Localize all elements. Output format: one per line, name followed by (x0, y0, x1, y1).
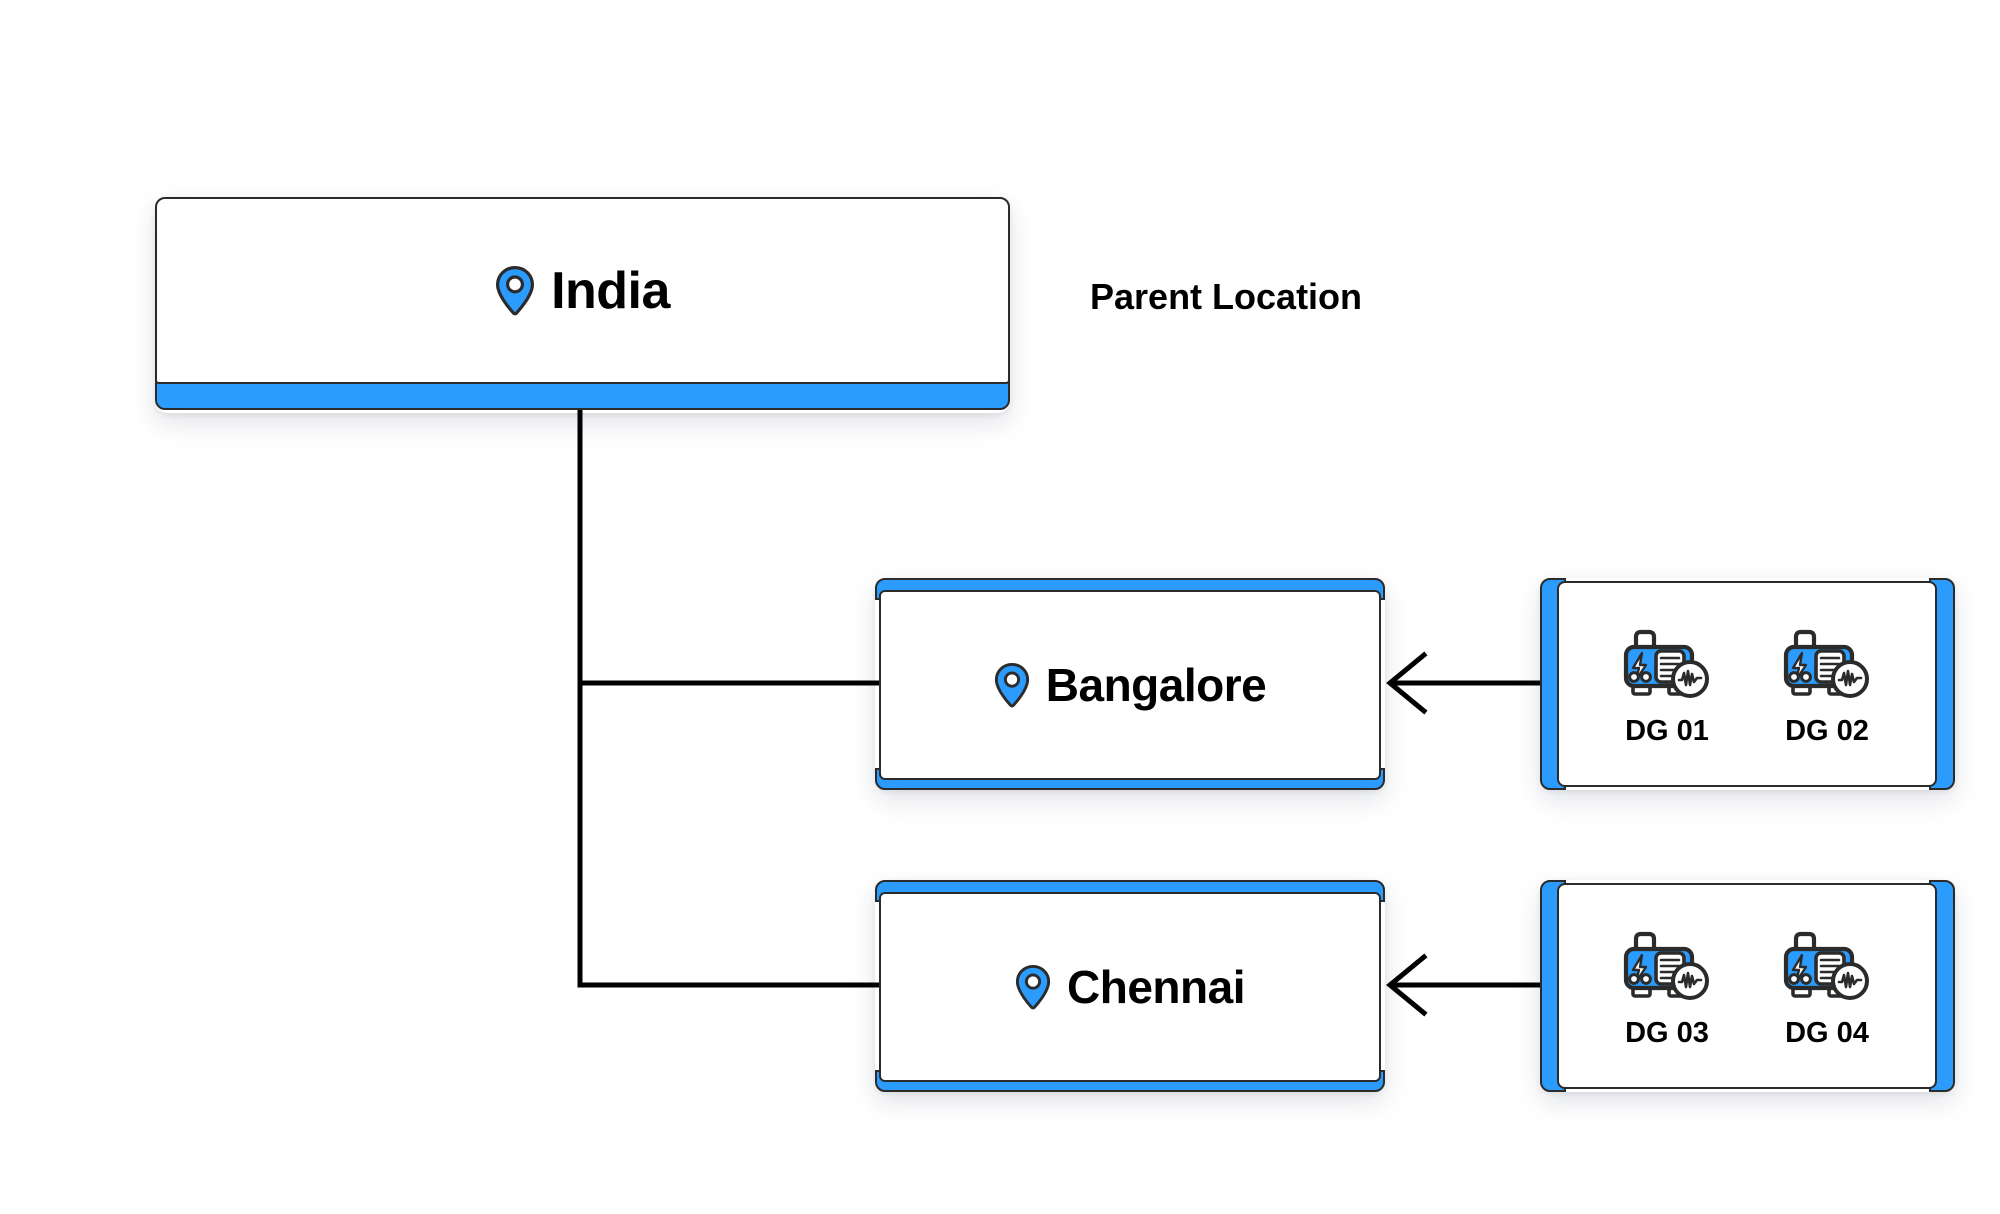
arrowhead-chennai (1386, 953, 1428, 1017)
asset-item-dg04[interactable]: DG 04 (1779, 923, 1875, 1050)
dg-list-1: DG 01 DG 02 (1559, 621, 1935, 748)
asset-label-dg04: DG 04 (1785, 1016, 1869, 1049)
diesel-generator-icon (1783, 629, 1869, 698)
asset-label-dg02: DG 02 (1785, 714, 1869, 747)
node-card-bangalore[interactable]: Bangalore (879, 590, 1381, 780)
location-pin-icon (496, 265, 535, 315)
asset-item-dg02[interactable]: DG 02 (1779, 621, 1875, 748)
node-card-india[interactable]: India (155, 197, 1010, 384)
diesel-generator-icon (1623, 931, 1709, 1000)
diesel-generator-icon (1623, 629, 1709, 698)
chennai-label-group: Chennai (1015, 960, 1245, 1014)
chennai-label-text: Chennai (1067, 961, 1245, 1013)
location-pin-icon (1015, 964, 1051, 1009)
india-label-group: India (495, 261, 670, 321)
asset-item-dg01[interactable]: DG 01 (1619, 621, 1715, 748)
bangalore-label-group: Bangalore (994, 658, 1267, 712)
asset-group-card-1[interactable]: DG 01 DG 02 (1557, 581, 1937, 787)
parent-location-annotation: Parent Location (1090, 276, 1363, 317)
arrowhead-bangalore (1386, 651, 1428, 715)
diesel-generator-icon (1783, 931, 1869, 1000)
bangalore-label-text: Bangalore (1045, 659, 1267, 711)
asset-label-dg01: DG 01 (1625, 714, 1709, 747)
asset-item-dg03[interactable]: DG 03 (1619, 923, 1715, 1050)
location-pin-icon (994, 662, 1029, 707)
dg-list-2: DG 03 DG 04 (1559, 923, 1935, 1050)
asset-label-dg03: DG 03 (1625, 1016, 1709, 1049)
india-label-text: India (551, 261, 670, 320)
node-card-chennai[interactable]: Chennai (879, 892, 1381, 1082)
asset-group-card-2[interactable]: DG 03 DG 04 (1557, 883, 1937, 1089)
